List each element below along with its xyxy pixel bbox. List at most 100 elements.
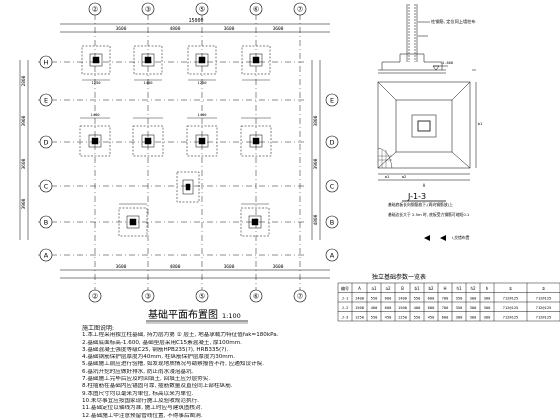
- footing-dim-5: 1400: [197, 112, 207, 117]
- table-cell: J-3: [342, 316, 349, 320]
- axis-label-left-2: E: [44, 97, 48, 105]
- table-cell: 300: [484, 306, 491, 310]
- schedule-header-cell: 编号: [341, 285, 349, 291]
- note-line: 4.基础钢筋保护层厚度为40mm, 柱纵筋保护层厚度为30mm.: [82, 354, 235, 361]
- section-note-3: 基础边长大于 2.5m 时, 底板受力钢筋可缩短0.1: [388, 212, 470, 217]
- axis-label-bottom-1: ②: [92, 293, 98, 301]
- table-row: J-3 1250 550 450 1250 550 450 600 300 30…: [342, 316, 552, 320]
- table-cell: 1500: [398, 306, 407, 310]
- axis-label-right-4: B: [330, 219, 334, 227]
- axis-label-left-1: H: [44, 59, 49, 67]
- table-cell: 400: [371, 306, 378, 310]
- table-cell: 450: [428, 316, 435, 320]
- axis-grid-horizontal: [38, 61, 305, 256]
- schedule-header-cell: b1: [414, 286, 420, 291]
- footing-dim-2: 1400: [143, 80, 153, 85]
- footing-r2-c2: [132, 125, 164, 157]
- footing-r1-c3: [187, 45, 217, 75]
- note-line: 5.基础施工前应进行验槽, 如发现地质情况与勘察报告不符, 应通知设计院.: [82, 361, 265, 368]
- table-cell: ?12@125: [503, 297, 519, 301]
- section-level: -1.600: [440, 61, 453, 65]
- schedule-header-cell: ②: [542, 286, 546, 291]
- schedule-header-cell: H: [443, 286, 446, 291]
- table-cell: 1400: [398, 297, 407, 301]
- axis-bubbles-top: [88, 2, 307, 16]
- dim-right-2: 3900: [313, 158, 319, 169]
- dim-top-span-3: 3600: [224, 26, 235, 32]
- note-line: 7.基础施工完毕后应及时回填土, 回填土应分层夯实.: [82, 376, 211, 383]
- section-dim-a2: a2: [402, 174, 407, 179]
- table-cell: 600: [385, 306, 392, 310]
- footing-dim-1: 1250: [91, 80, 101, 85]
- axis-label-right-1: E: [330, 97, 334, 105]
- dim-left-2: 3900: [21, 115, 27, 126]
- schedule-header-cell: h1: [456, 286, 462, 291]
- table-cell: 600: [428, 297, 435, 301]
- note-line: 11.基础定位以轴线为准, 施工时应与建筑图核对.: [82, 405, 203, 412]
- dim-overall-width: 15000: [188, 18, 203, 24]
- table-cell: 1400: [355, 297, 364, 301]
- dim-bottom-span-4: 3600: [273, 264, 284, 270]
- footing-r1-c1: [81, 45, 111, 75]
- dim-bottom-span-2: 4800: [170, 264, 181, 270]
- table-cell: ?12@125: [503, 316, 519, 320]
- table-cell: 700: [442, 306, 449, 310]
- axis-label-right-2: D: [329, 139, 334, 147]
- dim-right-1: 3800: [313, 115, 319, 126]
- note-line: 2.基础底面标高-1.600, 基础垫层采用C15素混凝土, 厚100mm.: [82, 339, 242, 346]
- footing-r4-c1: [118, 207, 148, 237]
- foundation-plan: [19, 14, 330, 290]
- axis-label-right-3: C: [330, 183, 335, 191]
- table-cell: 600: [428, 306, 435, 310]
- right-dims: 3800 3900 4800: [313, 115, 319, 225]
- axis-label-left-5: B: [44, 219, 48, 227]
- table-row: J-1 1400 550 600 1400 550 600 700 350 30…: [342, 297, 552, 301]
- table-cell: J-1: [342, 297, 349, 301]
- table-cell: 350: [456, 306, 463, 310]
- footing-dim-3: 1250: [197, 80, 207, 85]
- dim-left-4: 3900: [21, 198, 27, 209]
- table-cell: 300: [470, 297, 477, 301]
- section-label: J-1-3: [407, 192, 426, 201]
- dim-top-span-2: 4800: [170, 26, 181, 32]
- table-cell: 350: [456, 297, 463, 301]
- section-detail: [377, 4, 477, 181]
- table-cell: 300: [470, 316, 477, 320]
- schedule-table-grid: [337, 282, 560, 322]
- table-cell: ?12@125: [536, 297, 552, 301]
- table-cell: 300: [484, 316, 491, 320]
- footing-dim-ticks: [80, 79, 271, 205]
- left-dims: 2800 3900 3600 3900: [21, 75, 27, 209]
- table-cell: 400: [414, 306, 421, 310]
- note-line: 12.基础施工中注意预留管线位置, 不得事后凿洞.: [82, 412, 203, 419]
- axis-label-top-5: ⑦: [297, 6, 303, 14]
- table-cell: ?12@125: [536, 306, 552, 310]
- table-cell: 550: [414, 316, 421, 320]
- axis-label-left-6: A: [44, 252, 49, 260]
- axis-bubbles-right: [325, 93, 339, 262]
- table-cell: 600: [442, 316, 449, 320]
- axis-label-bottom-4: ⑥: [253, 293, 259, 301]
- section-dim-a1: a1: [385, 174, 390, 179]
- dim-right-3: 4800: [313, 214, 319, 225]
- footing-r2-c1: [79, 125, 111, 157]
- plan-scale: 1:100: [222, 312, 241, 320]
- footing-center: [176, 171, 200, 203]
- footing-r2-c3: [186, 125, 218, 157]
- table-cell: 600: [385, 297, 392, 301]
- axis-label-top-4: ⑥: [253, 6, 259, 14]
- table-cell: 550: [371, 297, 378, 301]
- note-line: 1.本工程采用独立柱基础, 持力层为第 ② 层土, 地基承载力特征值fak=18…: [82, 332, 279, 339]
- note-line: 3.基础混凝土强度等级C25, 钢筋HPB235(?), HRB335(?).: [82, 346, 229, 353]
- table-cell: J-2: [342, 306, 349, 310]
- section-dim-b1: b1: [478, 121, 483, 126]
- dim-bottom-span-1: 3600: [116, 264, 127, 270]
- note-line: 8.柱插筋在基础内应锚固可靠, 插筋数量及直径同上部柱纵筋.: [82, 383, 233, 390]
- table-row: J-2 1500 400 600 1500 400 600 700 350 30…: [342, 306, 552, 310]
- axis-label-right-5: A: [330, 252, 335, 260]
- table-cell: 550: [414, 297, 421, 301]
- table-cell: ?12@125: [503, 306, 519, 310]
- axis-bubbles-left: [39, 55, 53, 262]
- axis-grid-vertical: [94, 14, 301, 290]
